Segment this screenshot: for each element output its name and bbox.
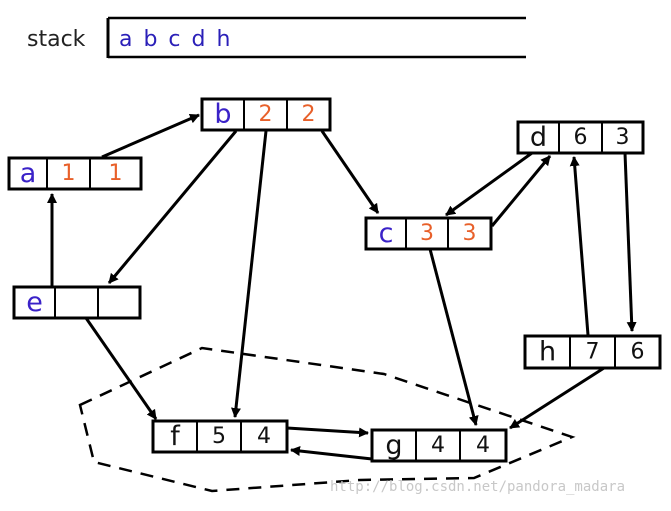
edge-h-to-g: [509, 366, 605, 430]
node-low: 1: [109, 161, 123, 186]
node-low: 3: [463, 221, 477, 246]
node-dfn: 6: [574, 125, 588, 150]
node-name: a: [20, 158, 37, 189]
node-c: c 3 3: [364, 216, 493, 251]
edge-e-to-f: [84, 317, 158, 420]
node-dfn: 4: [431, 433, 445, 458]
node-box: [12, 285, 142, 320]
edge-c-to-d: [490, 155, 552, 227]
node-d: d 6 3: [516, 120, 645, 155]
node-name: f: [170, 421, 181, 452]
edge-c-to-g: [428, 248, 479, 426]
node-box: [523, 334, 662, 370]
node-low: 4: [257, 424, 271, 449]
edge-a-to-b: [101, 113, 200, 159]
node-low: 2: [302, 102, 316, 127]
edge-b-to-e: [107, 130, 238, 284]
node-low: 3: [616, 125, 630, 150]
watermark: http://blog.csdn.net/pandora_madara: [330, 479, 625, 495]
node-box: [370, 428, 508, 463]
node-box: [364, 216, 493, 251]
node-low: 6: [631, 340, 645, 365]
node-box: [200, 97, 332, 132]
node-g: g 4 4: [370, 428, 508, 463]
edge-f-to-g: [286, 426, 369, 438]
stack-contents: a b c d h: [119, 27, 230, 52]
node-name: b: [214, 99, 231, 130]
node-f: f 5 4: [151, 419, 289, 454]
node-name: e: [26, 287, 43, 318]
node-box: [151, 419, 289, 454]
strongly-connected-component-region: [78, 346, 576, 493]
edge-d-to-h: [623, 152, 637, 332]
stack-panel: stack a b c d h: [27, 16, 526, 59]
node-dfn: 1: [62, 161, 76, 186]
node-box: [516, 120, 645, 155]
node-e: e: [12, 285, 142, 320]
edge-h-to-d: [569, 156, 590, 336]
node-h: h 7 6: [523, 334, 662, 370]
edge-b-to-c: [320, 130, 380, 214]
edge-g-to-f: [290, 446, 373, 461]
node-name: c: [379, 218, 394, 249]
stack-label: stack: [27, 27, 86, 52]
node-name: g: [385, 430, 402, 461]
node-name: h: [539, 337, 556, 368]
edge-d-to-c: [445, 151, 533, 217]
node-dfn: 2: [259, 102, 273, 127]
edges-layer: [47, 113, 637, 461]
node-dfn: 7: [586, 340, 600, 365]
node-box: [7, 156, 143, 191]
node-b: b 2 2: [200, 97, 332, 132]
node-low: 4: [476, 433, 490, 458]
edge-b-to-f: [230, 130, 268, 418]
node-dfn: 3: [420, 221, 434, 246]
node-name: d: [530, 122, 547, 153]
node-dfn: 5: [212, 424, 226, 449]
